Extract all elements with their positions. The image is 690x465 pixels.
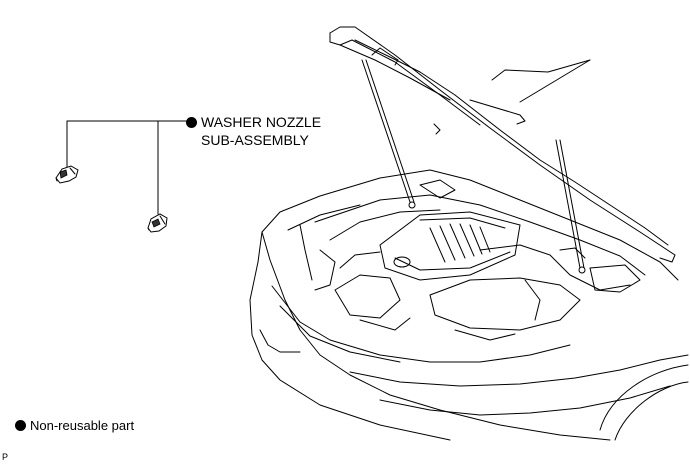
hood-support-rods bbox=[361, 59, 586, 274]
callout-line1: WASHER NOZZLE bbox=[201, 114, 322, 130]
open-hood bbox=[329, 26, 676, 263]
non-reusable-legend-icon bbox=[15, 420, 26, 431]
engine-bay bbox=[314, 179, 646, 341]
non-reusable-marker-icon bbox=[186, 117, 197, 128]
callout-line2: SUB-ASSEMBLY bbox=[201, 132, 309, 148]
washer-nozzle-left-part bbox=[55, 165, 79, 184]
vehicle-front-body bbox=[249, 169, 689, 441]
washer-nozzle-right-part bbox=[147, 213, 168, 233]
legend-text: Non-reusable part bbox=[30, 418, 135, 433]
figure-code: P bbox=[2, 452, 9, 462]
callout-leader-lines bbox=[66, 120, 187, 215]
legend: Non-reusable part bbox=[15, 418, 134, 434]
washer-nozzle-callout: WASHER NOZZLE SUB-ASSEMBLY bbox=[186, 113, 321, 149]
